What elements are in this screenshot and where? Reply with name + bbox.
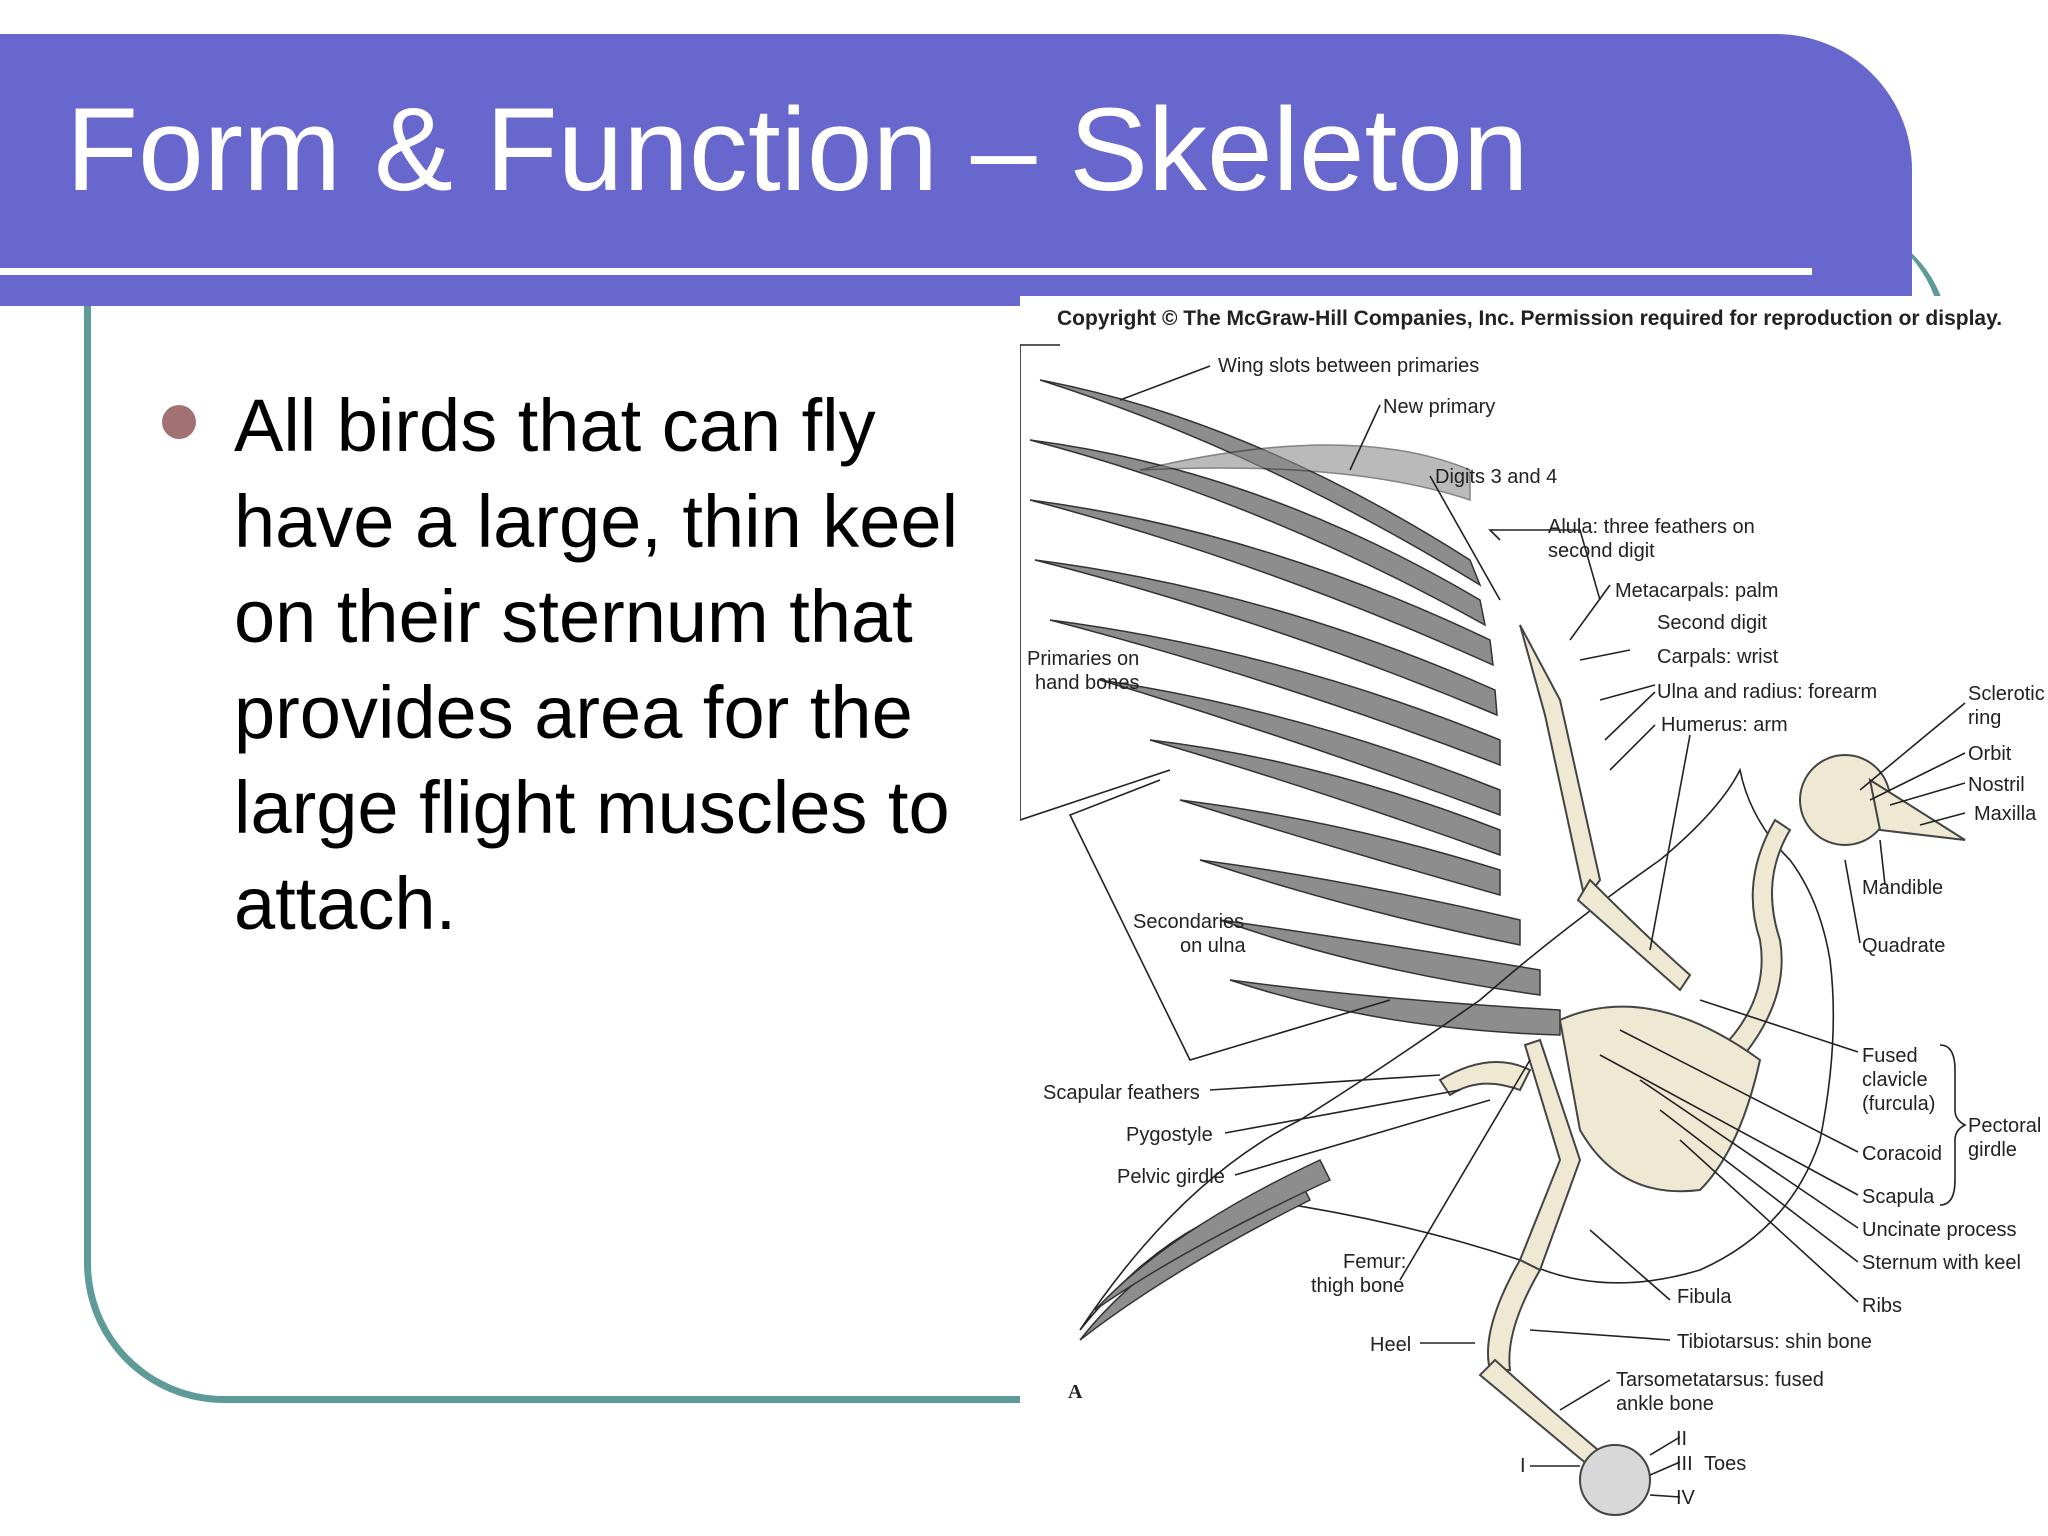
label-coracoid: Coracoid [1862,1143,1942,1165]
label-pectoral-2: girdle [1968,1139,2017,1161]
label-furcula-2: clavicle [1862,1069,1928,1091]
label-furcula-3: (furcula) [1862,1093,1935,1115]
label-nostril: Nostril [1968,774,2025,796]
label-heel: Heel [1370,1334,1411,1356]
figure-labels: Wing slots between primaries New primary… [1027,355,2045,1509]
label-ulna-radius: Ulna and radius: forearm [1657,681,1877,703]
label-toe-1: I [1520,1455,1526,1477]
label-scapula: Scapula [1862,1186,1935,1208]
label-ribs: Ribs [1862,1295,1902,1317]
label-second-digit: Second digit [1657,612,1768,634]
panel-letter: A [1068,1381,1083,1403]
label-toes: Toes [1704,1453,1746,1475]
bullet-text: All birds that can fly have a large, thi… [234,384,959,945]
label-carpals: Carpals: wrist [1657,646,1779,668]
label-furcula-1: Fused [1862,1045,1918,1067]
label-digits-3-4: Digits 3 and 4 [1435,466,1557,488]
label-humerus: Humerus: arm [1661,714,1788,736]
label-primaries-1: Primaries on [1027,648,1139,670]
bullet-icon [162,405,196,439]
alula-bracket [1488,529,1601,601]
tail-feathers-illustration [1079,1159,1332,1341]
wing-feathers-illustration [1029,379,1561,1036]
label-mandible: Mandible [1862,877,1943,899]
label-quadrate: Quadrate [1862,935,1945,957]
label-pelvic: Pelvic girdle [1117,1166,1225,1188]
label-uncinate: Uncinate process [1862,1219,2017,1241]
label-tibiotarsus: Tibiotarsus: shin bone [1677,1331,1872,1353]
label-scapular: Scapular feathers [1043,1082,1200,1104]
label-maxilla: Maxilla [1974,803,2037,825]
bird-skeleton-figure: Wing slots between primaries New primary… [1020,296,2048,1536]
label-new-primary: New primary [1383,396,1495,418]
leader-lines [1119,365,1966,1498]
label-toe-2: II [1676,1428,1687,1450]
label-pectoral-1: Pectoral [1968,1115,2041,1137]
label-primaries-2: hand bones [1035,672,1140,694]
bird-skeleton-diagram: Wing slots between primaries New primary… [1020,344,2045,1516]
label-femur-2: thigh bone [1311,1275,1404,1297]
primaries-bracket [1020,344,1171,821]
secondaries-bracket [1068,779,1391,1061]
label-toe-4: IV [1676,1487,1696,1509]
label-fibula: Fibula [1677,1286,1732,1308]
title-divider [0,268,1812,275]
label-wing-slots: Wing slots between primaries [1218,355,1479,377]
label-tarso-1: Tarsometatarsus: fused [1616,1369,1824,1391]
label-toe-3: III [1676,1453,1693,1475]
slide-title: Form & Function – Skeleton [66,84,1529,216]
bird-body-outline [1079,767,1835,1331]
title-bar [0,34,1912,306]
label-sternum: Sternum with keel [1862,1252,2021,1274]
label-metacarpals: Metacarpals: palm [1615,580,1778,602]
copyright-notice: Copyright © The McGraw-Hill Companies, I… [1057,307,2003,330]
label-sclerotic-2: ring [1968,707,2001,729]
label-pygostyle: Pygostyle [1126,1124,1213,1146]
label-femur-1: Femur: [1343,1251,1406,1273]
label-alula-1: Alula: three feathers on [1548,516,1755,538]
skeleton-illustration [1438,624,1966,1516]
label-secondaries-1: Secondaries [1133,911,1244,933]
label-alula-2: second digit [1548,540,1655,562]
label-sclerotic-1: Sclerotic [1968,683,2045,705]
label-orbit: Orbit [1968,743,2012,765]
label-secondaries-2: on ulna [1180,935,1246,957]
pectoral-brace [1939,1044,1967,1206]
label-tarso-2: ankle bone [1616,1393,1714,1415]
